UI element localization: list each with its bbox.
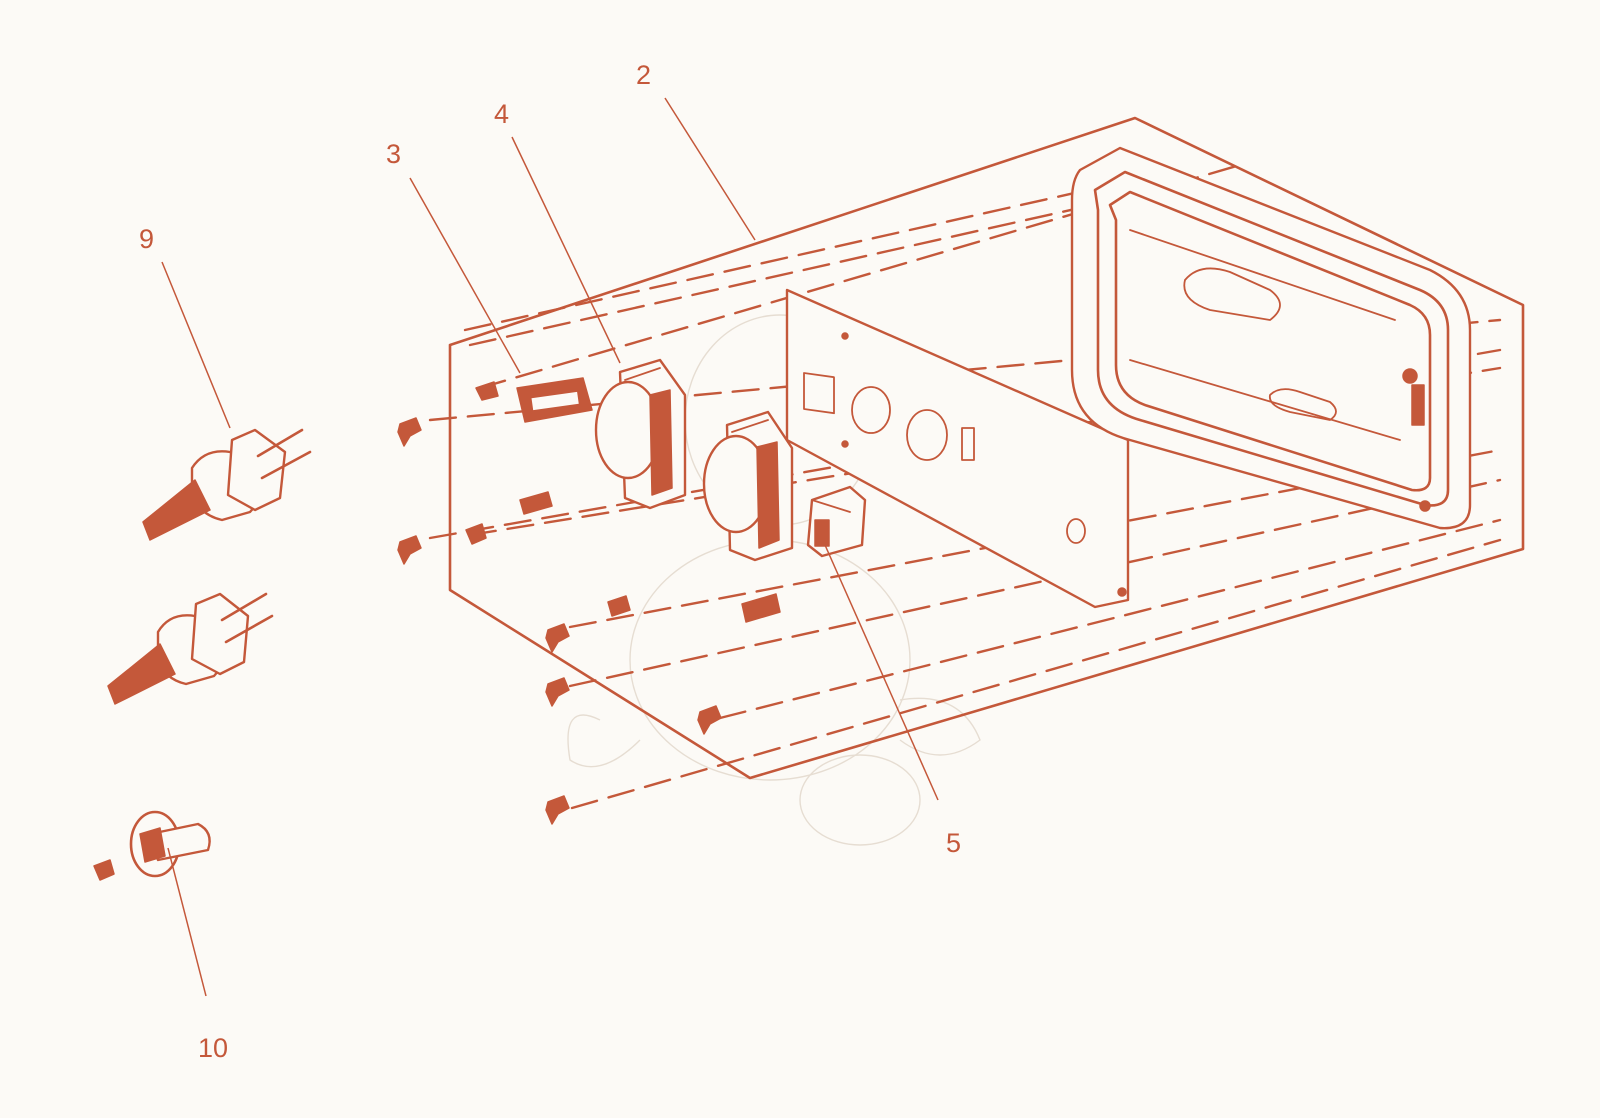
plug-2 xyxy=(107,592,274,705)
plug-1 xyxy=(142,428,312,541)
connector-block xyxy=(516,377,593,423)
screws xyxy=(93,381,781,881)
callout-4: 4 xyxy=(494,99,509,129)
callout-10: 10 xyxy=(198,1033,228,1063)
socket-outlet-2 xyxy=(702,410,794,562)
inner-panel xyxy=(785,288,1130,609)
callout-9: 9 xyxy=(139,224,154,254)
callout-2: 2 xyxy=(636,60,651,90)
socket-outlet-1 xyxy=(594,358,687,510)
switch-module xyxy=(806,485,867,558)
callout-labels: 2 4 3 9 5 10 xyxy=(139,60,961,1063)
housing-box xyxy=(448,116,1525,780)
rear-frame xyxy=(1070,146,1472,530)
leader-lines xyxy=(161,97,939,997)
indicator-knob xyxy=(129,810,211,878)
callout-3: 3 xyxy=(386,139,401,169)
callout-5: 5 xyxy=(946,828,961,858)
